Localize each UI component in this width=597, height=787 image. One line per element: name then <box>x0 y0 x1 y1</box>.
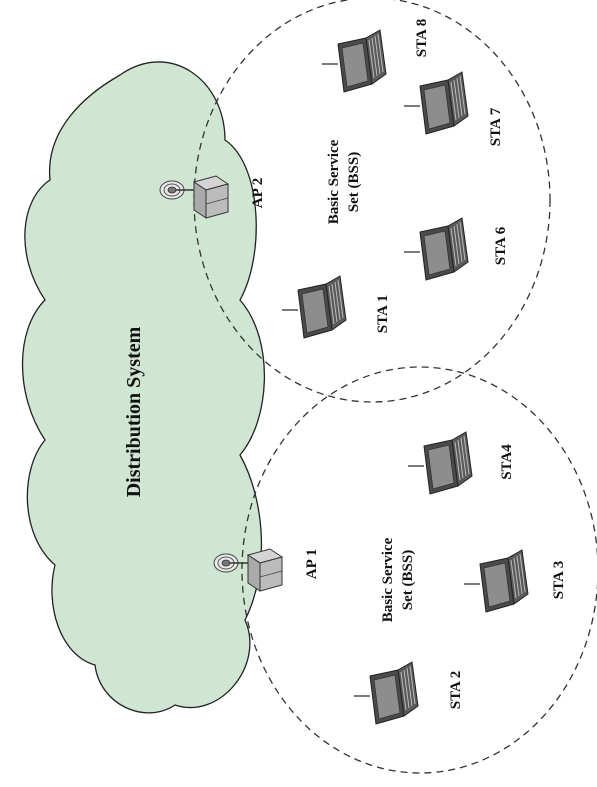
sta8-label: STA 8 <box>414 19 430 58</box>
laptop-icon <box>463 549 529 613</box>
sta6-label: STA 6 <box>493 226 509 265</box>
sta3-label: STA 3 <box>551 561 567 600</box>
bss-label-top-line1: Basic Service <box>326 139 342 224</box>
laptop-icon <box>403 217 469 281</box>
sta7-label: STA 7 <box>488 107 504 146</box>
laptop-icon <box>281 275 347 339</box>
sta1-label: STA 1 <box>375 295 391 334</box>
laptop-icon <box>353 661 419 725</box>
laptop-icon <box>407 431 473 495</box>
distribution-system-label: Distribution System <box>123 326 145 497</box>
bss-label-bottom: Basic Service Set (BSS) <box>380 537 416 622</box>
bss-label-top-line2: Set (BSS) <box>346 152 362 212</box>
bss-label-bottom-line2: Set (BSS) <box>400 550 416 610</box>
bss-label-top: Basic Service Set (BSS) <box>326 139 362 224</box>
bss-label-bottom-line1: Basic Service <box>380 537 396 622</box>
distribution-system-cloud <box>21 61 266 714</box>
sta4-label: STA4 <box>499 444 515 480</box>
laptop-icon <box>403 71 469 135</box>
bss-region-top <box>193 0 551 403</box>
laptop-icon <box>321 29 387 93</box>
sta2-label: STA 2 <box>448 671 464 710</box>
ap2-label: AP 2 <box>250 178 266 208</box>
bss-region-bottom <box>241 366 597 774</box>
ap1-label: AP 1 <box>304 549 320 579</box>
